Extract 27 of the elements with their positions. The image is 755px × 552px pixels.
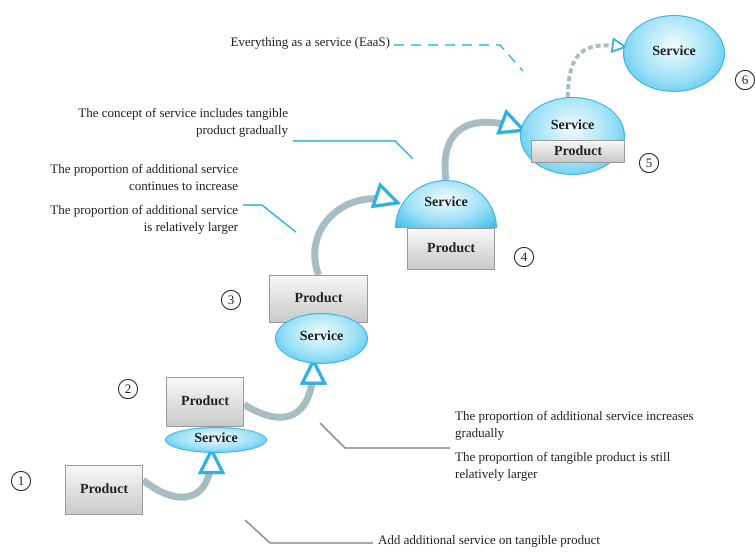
service-ellipse: Service xyxy=(275,313,368,364)
product-box: Product xyxy=(166,377,244,427)
leader-line xyxy=(319,422,450,449)
product-box: Product xyxy=(269,275,368,323)
annotation-text: The concept of service includes tangible product gradually xyxy=(77,104,288,138)
annotation-text: Everything as a service (EaaS) xyxy=(229,33,390,50)
callout-number: 1 xyxy=(11,471,31,491)
annotation-text: The proportion of additional service increases gradually xyxy=(455,407,695,441)
leader-line xyxy=(394,44,524,72)
service-ellipse: Service xyxy=(623,15,725,92)
curved-arrow xyxy=(311,184,400,276)
annotation-text: Add additional service on tangible product xyxy=(378,531,602,548)
service-ellipse: Service xyxy=(165,427,267,453)
annotation-text: The proportion of additional service is relatively larger xyxy=(49,201,238,235)
curved-arrow xyxy=(566,38,626,98)
callout-number: 2 xyxy=(118,379,138,399)
callout-number: 4 xyxy=(514,247,534,267)
callout-number: 5 xyxy=(639,153,659,173)
product-box: Product xyxy=(407,228,495,270)
leader-line xyxy=(293,140,414,160)
annotation-text: The proportion of tangible product is still relatively larger xyxy=(455,448,672,482)
callout-number: 3 xyxy=(221,290,241,310)
leader-line xyxy=(244,519,373,544)
leader-line xyxy=(243,204,296,233)
annotation-text: The proportion of additional service continues to increase xyxy=(49,160,238,194)
product-box: Product xyxy=(65,465,143,515)
callout-number: 6 xyxy=(735,70,755,90)
